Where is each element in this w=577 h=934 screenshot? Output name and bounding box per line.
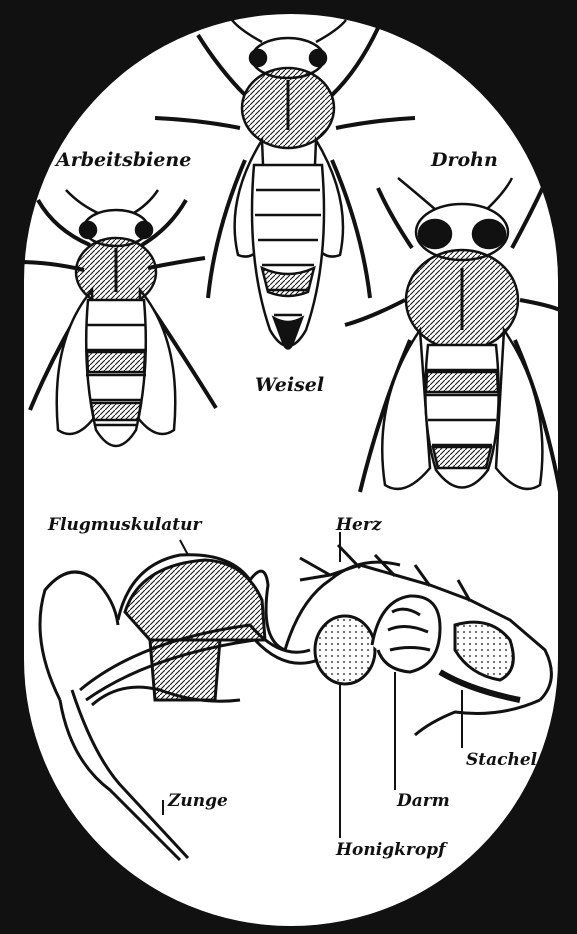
label-zunge: Zunge <box>168 793 228 810</box>
label-darm: Darm <box>397 793 450 810</box>
label-flugmuskulatur: Flugmuskulatur <box>48 517 201 534</box>
label-stachel: Stachel <box>466 752 537 769</box>
label-arbeitsbiene: Arbeitsbiene <box>56 151 191 170</box>
label-herz: Herz <box>336 517 382 534</box>
label-weisel: Weisel <box>255 376 324 395</box>
label-honigkropf: Honigkropf <box>336 842 445 859</box>
label-drohn: Drohn <box>431 151 498 170</box>
